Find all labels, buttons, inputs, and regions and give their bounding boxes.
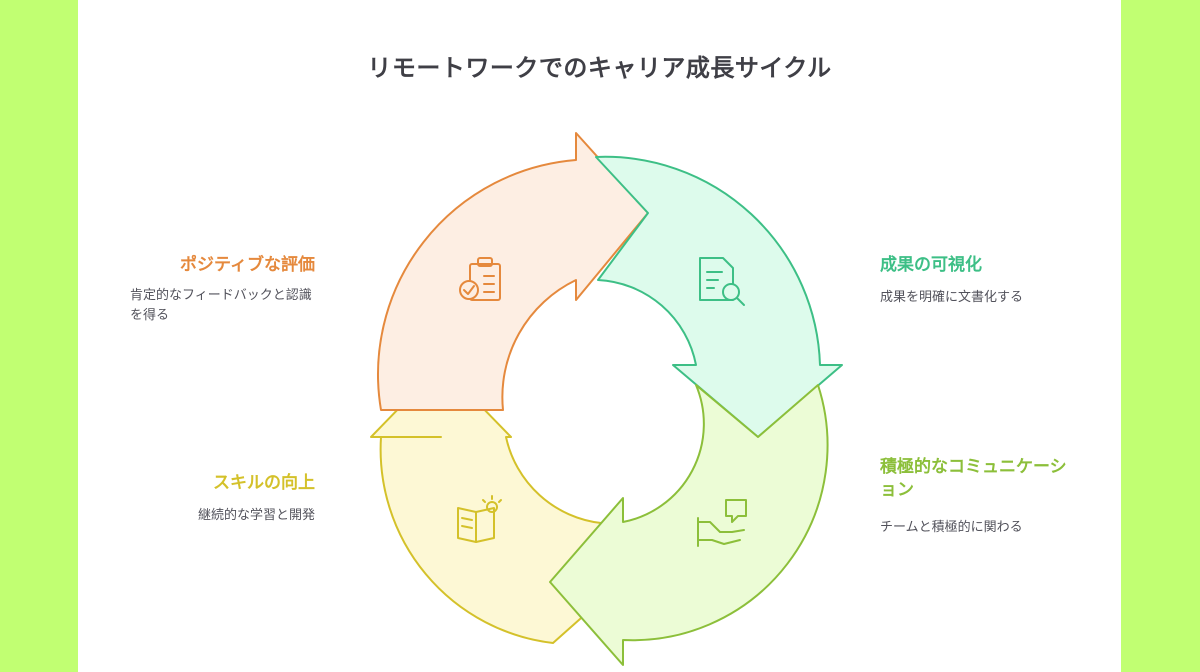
handshake-chat-icon bbox=[697, 499, 747, 547]
cycle-diagram bbox=[370, 132, 843, 666]
step-desc-communication: チームと積極的に関わる bbox=[880, 520, 1023, 535]
step-title-visualization: 成果の可視化 bbox=[880, 255, 982, 275]
clipboard-check-icon bbox=[459, 257, 501, 301]
step-desc-visualization: 成果を明確に文書化する bbox=[880, 290, 1024, 305]
step-title-communication: 積極的なコミュニケーション bbox=[880, 457, 1067, 500]
cycle-arrow-visualization bbox=[595, 155, 843, 438]
cycle-arrow-skill bbox=[370, 364, 602, 644]
step-desc-skill: 継続的な学習と開発 bbox=[197, 508, 315, 523]
diagram-title: リモートワークでのキャリア成長サイクル bbox=[367, 54, 832, 82]
document-search-icon bbox=[699, 257, 745, 306]
step-title-skill: スキルの向上 bbox=[213, 473, 315, 493]
diagram-canvas: リモートワークでのキャリア成長サイクル bbox=[78, 0, 1121, 672]
cycle-arrow-communication bbox=[549, 384, 829, 666]
book-lightbulb-icon bbox=[457, 495, 502, 543]
step-desc-positive-feedback: 肯定的なフィードバックと認識を得る bbox=[130, 288, 312, 323]
cycle-arrow-positive-feedback bbox=[377, 132, 649, 411]
step-title-positive-feedback: ポジティブな評価 bbox=[180, 255, 315, 275]
